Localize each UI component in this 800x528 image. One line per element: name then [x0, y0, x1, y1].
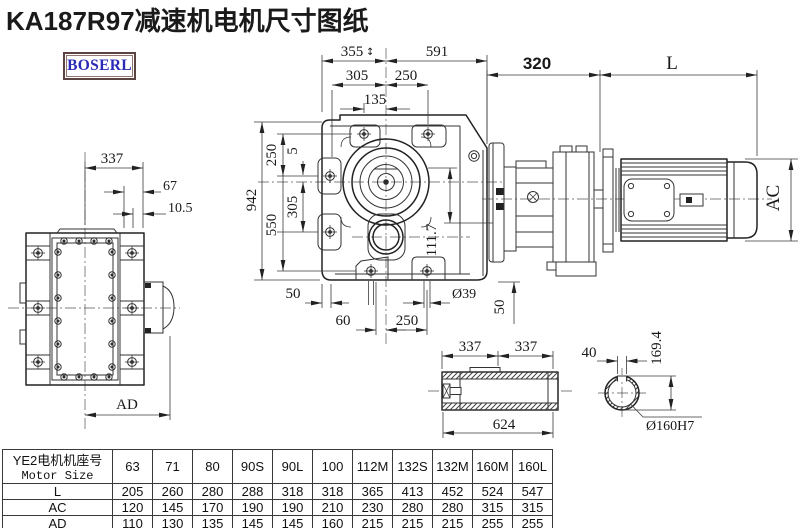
- technical-drawing: 337 67 10.5 AD: [8, 44, 798, 438]
- dim-bore-169p4: 169.4: [649, 331, 665, 365]
- dim-main-v5: 5: [285, 147, 301, 155]
- page-title: KA187R97减速机电机尺寸图纸: [6, 6, 369, 36]
- brand-logo: BOSERL: [63, 52, 136, 80]
- cell-AD-8: 215: [432, 515, 473, 528]
- dim-shaft-337a: 337: [459, 339, 482, 355]
- cell-AD-10: 255: [512, 515, 553, 528]
- cell-AC-5: 210: [312, 499, 353, 516]
- cell-L-0: 205: [112, 483, 153, 500]
- dim-leftview-337: 337: [101, 151, 124, 167]
- bore-section-view: 40 169.4 Ø160H7: [582, 331, 702, 434]
- table-header-cn: YE2电机机座号: [12, 453, 103, 468]
- cell-AC-1: 145: [152, 499, 193, 516]
- col-71: 71: [152, 449, 193, 484]
- table-header-motorsize: YE2电机机座号 Motor Size: [2, 449, 113, 484]
- cell-AC-8: 280: [432, 499, 473, 516]
- cell-L-10: 547: [512, 483, 553, 500]
- dim-bore-40: 40: [582, 345, 597, 361]
- dim-main-942: 942: [244, 189, 260, 212]
- dim-motor-L: L: [666, 53, 678, 74]
- table-row-AD: AD 110 130 135 145 145 160 215 215 215 2…: [2, 515, 553, 528]
- dim-main-b250: 250: [396, 313, 419, 329]
- cell-L-2: 280: [192, 483, 233, 500]
- cell-AD-6: 215: [352, 515, 393, 528]
- cell-L-3: 288: [232, 483, 273, 500]
- motor-size-table: YE2电机机座号 Motor Size 63 71 80 90S 90L 100…: [2, 449, 553, 528]
- cell-L-7: 413: [392, 483, 433, 500]
- cell-AC-10: 315: [512, 499, 553, 516]
- cell-AD-2: 135: [192, 515, 233, 528]
- cell-L-4: 318: [272, 483, 313, 500]
- row-label-AC: AC: [2, 499, 113, 516]
- col-112M: 112M: [352, 449, 393, 484]
- brand-logo-frame: BOSERL: [66, 55, 133, 77]
- dim-main-591: 591: [426, 44, 449, 60]
- dim-bore-label: Ø160H7: [646, 419, 694, 434]
- cell-AD-4: 145: [272, 515, 313, 528]
- dim-main-hole: Ø39: [452, 287, 476, 302]
- cell-AC-4: 190: [272, 499, 313, 516]
- dim-main-355: 355: [341, 44, 364, 60]
- col-132M: 132M: [432, 449, 473, 484]
- dim-shaft-337b: 337: [515, 339, 538, 355]
- cell-AC-0: 120: [112, 499, 153, 516]
- cell-AC-6: 230: [352, 499, 393, 516]
- cell-AD-3: 145: [232, 515, 273, 528]
- dim-leftview-10p5: 10.5: [168, 201, 193, 216]
- row-label-AD: AD: [2, 515, 113, 528]
- brand-logo-text: BOSERL: [67, 57, 132, 74]
- col-132S: 132S: [392, 449, 433, 484]
- col-90S: 90S: [232, 449, 273, 484]
- table-row-L: L 205 260 280 288 318 318 365 413 452 52…: [2, 483, 553, 500]
- cell-L-5: 318: [312, 483, 353, 500]
- dim-motor-AC: AC: [763, 185, 784, 211]
- dim-leftview-ad: AD: [116, 397, 138, 413]
- col-160L: 160L: [512, 449, 553, 484]
- cell-AD-5: 160: [312, 515, 353, 528]
- table-row-AC: AC 120 145 170 190 190 210 230 280 280 3…: [2, 499, 553, 516]
- dim-main-v550: 550: [264, 214, 280, 237]
- cell-AC-7: 280: [392, 499, 433, 516]
- cell-L-6: 365: [352, 483, 393, 500]
- cell-AC-9: 315: [472, 499, 513, 516]
- dim-main-305: 305: [346, 68, 369, 84]
- dim-main-135: 135: [364, 92, 387, 108]
- cell-AD-0: 110: [112, 515, 153, 528]
- dim-motor-320: 320: [523, 54, 551, 73]
- dim-main-b60: 60: [336, 313, 351, 329]
- cell-L-8: 452: [432, 483, 473, 500]
- hollow-shaft-view: 337 337 624: [428, 339, 572, 438]
- col-63: 63: [112, 449, 153, 484]
- cell-AD-1: 130: [152, 515, 193, 528]
- dim-main-111p7: 111.7: [424, 223, 440, 256]
- cell-AD-7: 215: [392, 515, 433, 528]
- cell-L-9: 524: [472, 483, 513, 500]
- dim-main-b50r: 50: [492, 300, 508, 315]
- cell-AC-3: 190: [232, 499, 273, 516]
- dim-shaft-624: 624: [493, 417, 516, 433]
- row-label-L: L: [2, 483, 113, 500]
- dim-main-b50: 50: [286, 286, 301, 302]
- left-side-view: 337 67 10.5 AD: [8, 151, 193, 432]
- table-header-en: Motor Size: [21, 469, 94, 483]
- cell-AC-2: 170: [192, 499, 233, 516]
- col-80: 80: [192, 449, 233, 484]
- dim-main-355-mark: ↕: [366, 47, 374, 58]
- table-header-row: YE2电机机座号 Motor Size 63 71 80 90S 90L 100…: [2, 449, 553, 484]
- dim-leftview-67: 67: [163, 179, 177, 194]
- col-100: 100: [312, 449, 353, 484]
- motor-side-view: 320 L AC: [482, 53, 798, 277]
- col-90L: 90L: [272, 449, 313, 484]
- dim-main-v250: 250: [264, 144, 280, 167]
- main-front-view: 355 ↕ 591 305 250 135 942 250 550: [244, 44, 520, 345]
- cell-L-1: 260: [152, 483, 193, 500]
- cell-AD-9: 255: [472, 515, 513, 528]
- dim-main-250: 250: [395, 68, 418, 84]
- dim-main-v305: 305: [285, 196, 301, 219]
- col-160M: 160M: [472, 449, 513, 484]
